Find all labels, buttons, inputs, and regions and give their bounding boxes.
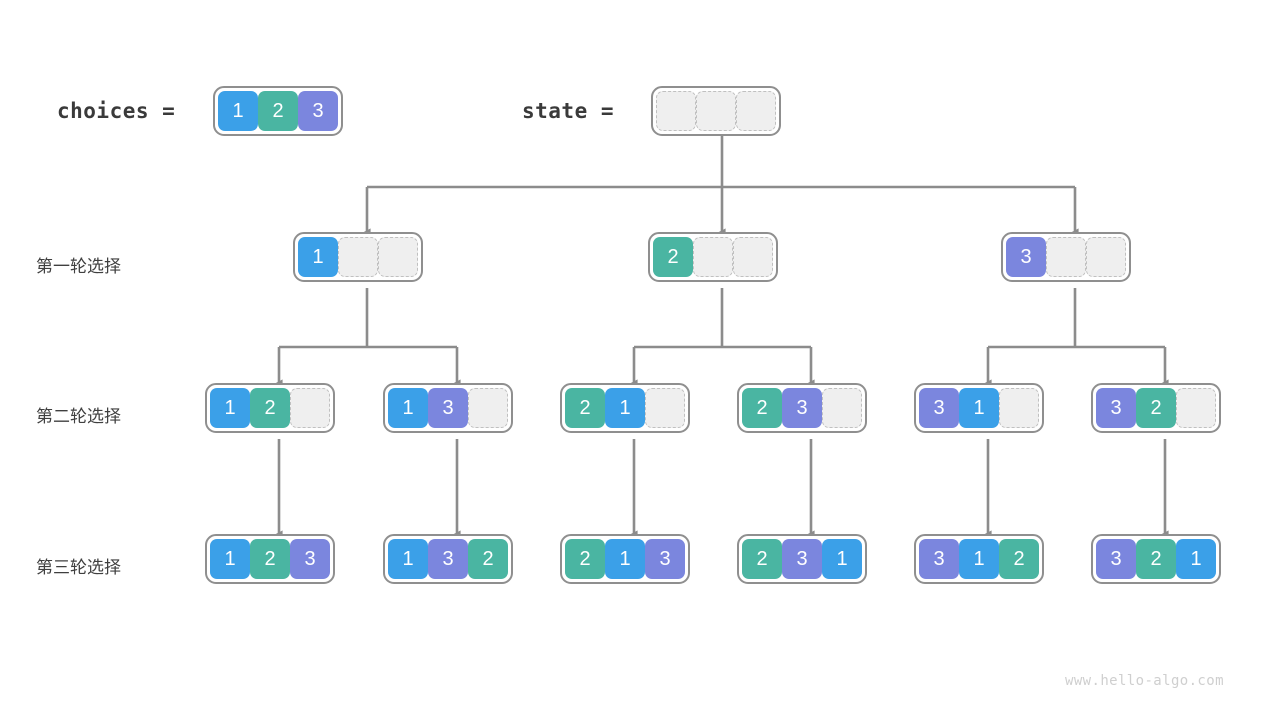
tree-node-round-3-2-cell-2: 3 — [428, 539, 468, 579]
row-label-round-1: 第一轮选择 — [36, 257, 121, 276]
tree-node-round-2-2-cell-2: 3 — [428, 388, 468, 428]
tree-node-round-1-2-cell-2 — [693, 237, 733, 277]
tree-node-round-1-2-cell-3 — [733, 237, 773, 277]
tree-node-round-1-3-cell-3 — [1086, 237, 1126, 277]
tree-node-round-3-6-cell-2: 2 — [1136, 539, 1176, 579]
tree-node-round-2-5-cell-1: 3 — [919, 388, 959, 428]
row-label-round-2: 第二轮选择 — [36, 407, 121, 426]
tree-node-round-3-2-cell-1: 1 — [388, 539, 428, 579]
tree-node-round-2-4-cell-3 — [822, 388, 862, 428]
choices-cell-2: 2 — [258, 91, 298, 131]
state-cell-1 — [656, 91, 696, 131]
tree-node-round-2-4-cell-2: 3 — [782, 388, 822, 428]
tree-node-round-2-2-cell-1: 1 — [388, 388, 428, 428]
tree-node-round-2-2-cell-3 — [468, 388, 508, 428]
choices-label: choices = — [57, 99, 176, 123]
tree-node-round-2-3-cell-3 — [645, 388, 685, 428]
tree-node-round-3-1-cell-1: 1 — [210, 539, 250, 579]
tree-node-round-1-1: 1 — [293, 232, 423, 282]
tree-node-round-3-5-cell-2: 1 — [959, 539, 999, 579]
tree-node-round-2-6-cell-3 — [1176, 388, 1216, 428]
tree-node-round-1-1-cell-2 — [338, 237, 378, 277]
tree-node-round-2-3-cell-1: 2 — [565, 388, 605, 428]
watermark: www.hello-algo.com — [1065, 673, 1224, 689]
tree-node-round-3-5-cell-1: 3 — [919, 539, 959, 579]
tree-node-round-2-1-cell-1: 1 — [210, 388, 250, 428]
tree-node-round-2-6-cell-2: 2 — [1136, 388, 1176, 428]
tree-node-round-1-3: 3 — [1001, 232, 1131, 282]
tree-node-round-3-6-cell-3: 1 — [1176, 539, 1216, 579]
state-label: state = — [522, 99, 615, 123]
tree-node-round-3-2-cell-3: 2 — [468, 539, 508, 579]
state-cell-3 — [736, 91, 776, 131]
tree-node-round-3-3-cell-2: 1 — [605, 539, 645, 579]
tree-node-round-1-1-cell-3 — [378, 237, 418, 277]
tree-node-round-3-3-cell-3: 3 — [645, 539, 685, 579]
tree-node-round-2-5-cell-2: 1 — [959, 388, 999, 428]
tree-node-round-3-1-cell-3: 3 — [290, 539, 330, 579]
tree-node-round-2-5-cell-3 — [999, 388, 1039, 428]
state-cell-2 — [696, 91, 736, 131]
tree-node-round-2-4-cell-1: 2 — [742, 388, 782, 428]
tree-node-round-3-4-cell-1: 2 — [742, 539, 782, 579]
tree-node-round-3-1-cell-2: 2 — [250, 539, 290, 579]
tree-node-round-2-1-cell-3 — [290, 388, 330, 428]
row-label-round-3: 第三轮选择 — [36, 558, 121, 577]
tree-node-round-3-5-cell-3: 2 — [999, 539, 1039, 579]
tree-node-round-1-2-cell-1: 2 — [653, 237, 693, 277]
tree-node-round-3-4-cell-2: 3 — [782, 539, 822, 579]
tree-node-round-1-3-cell-1: 3 — [1006, 237, 1046, 277]
tree-node-round-2-1-cell-2: 2 — [250, 388, 290, 428]
choices-cell-1: 1 — [218, 91, 258, 131]
tree-node-round-3-3-cell-1: 2 — [565, 539, 605, 579]
tree-node-round-1-2: 2 — [648, 232, 778, 282]
tree-node-round-1-3-cell-2 — [1046, 237, 1086, 277]
tree-node-round-3-6-cell-1: 3 — [1096, 539, 1136, 579]
tree-node-round-2-3-cell-2: 1 — [605, 388, 645, 428]
tree-node-round-1-1-cell-1: 1 — [298, 237, 338, 277]
choices-cell-3: 3 — [298, 91, 338, 131]
tree-node-round-2-6-cell-1: 3 — [1096, 388, 1136, 428]
tree-node-round-3-4-cell-3: 1 — [822, 539, 862, 579]
state-array — [651, 86, 781, 136]
